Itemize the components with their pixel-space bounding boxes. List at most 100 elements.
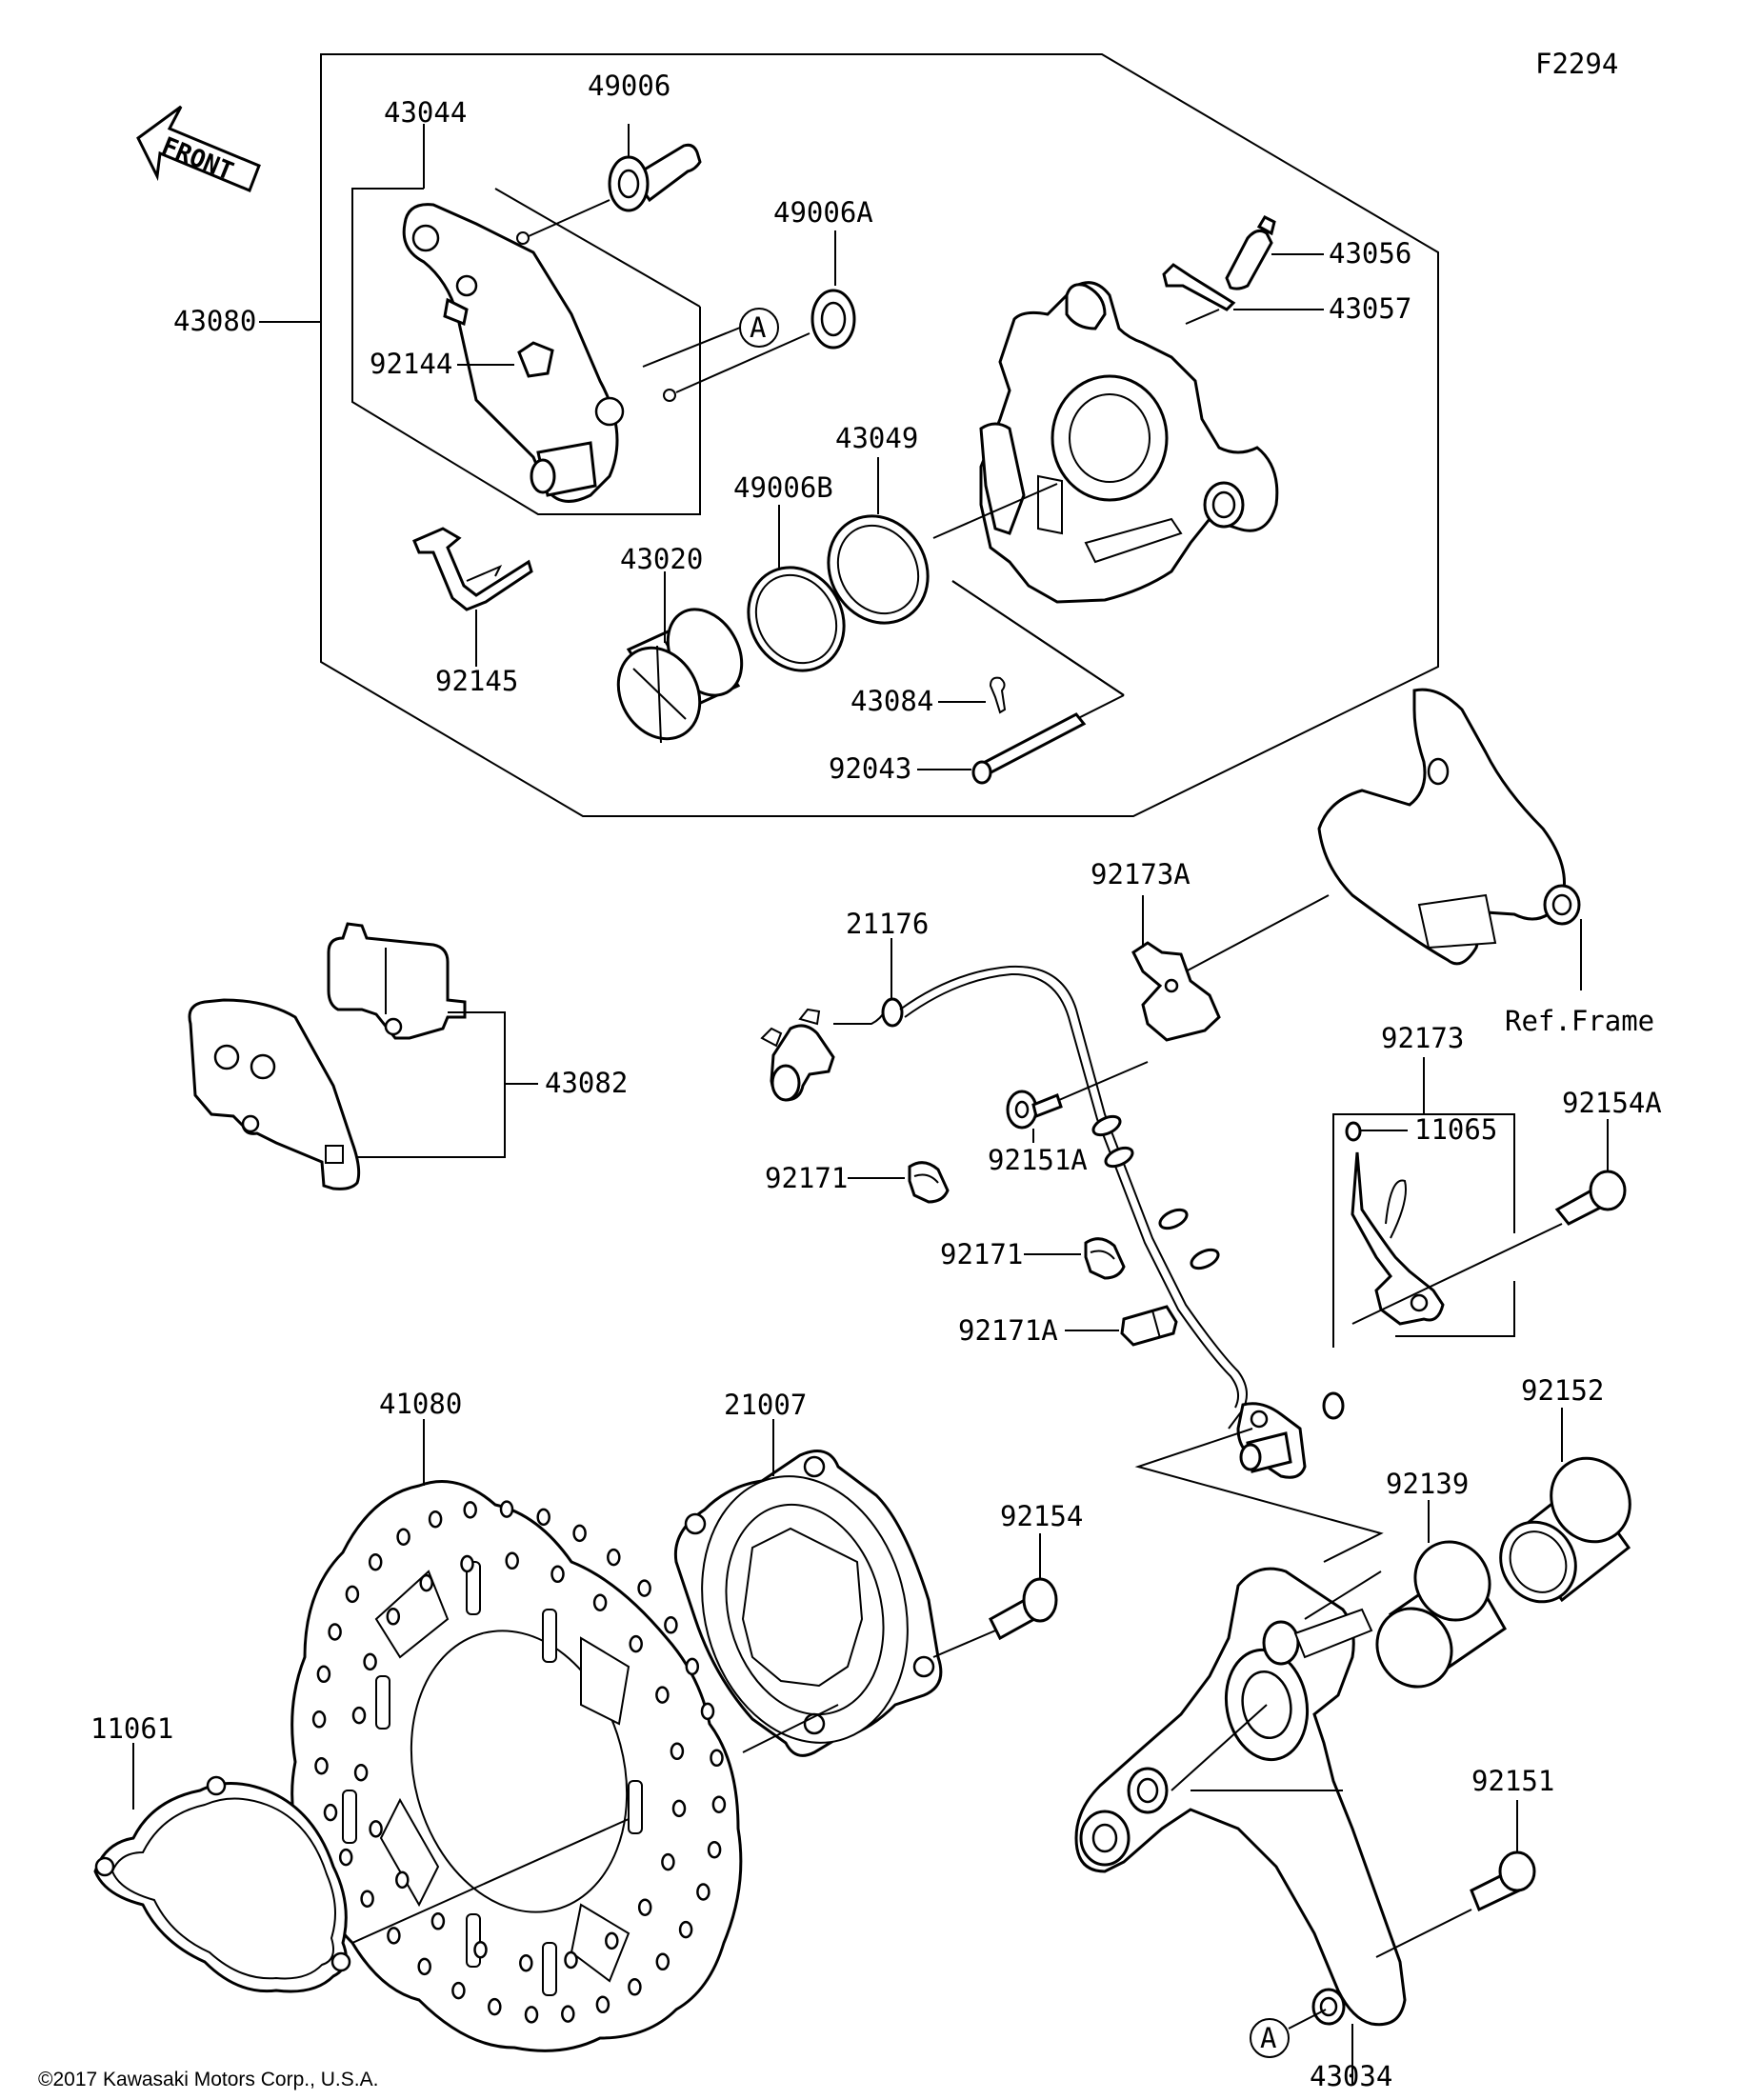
svg-text:92144: 92144 (370, 348, 452, 380)
disc-vent-hole (536, 1508, 550, 1527)
disc-vent-hole (519, 1953, 533, 1972)
clamp-92171A: 92171A (958, 1305, 1178, 1347)
brake-disc-41080: 41080 (290, 1388, 839, 2052)
bolt-92151: 92151 (1375, 1765, 1554, 1958)
svg-text:A: A (750, 311, 766, 344)
disc-vent-hole (637, 1579, 651, 1597)
disc-vent-hole (316, 1665, 331, 1684)
disc-vent-hole (711, 1795, 727, 1813)
svg-text:43080: 43080 (173, 305, 256, 337)
disc-vent-hole (311, 1710, 327, 1729)
disc-vent-hole (637, 1898, 652, 1916)
disc-vent-hole (655, 1952, 670, 1971)
svg-text:92171A: 92171A (958, 1314, 1058, 1347)
reference-mark-a-top: A (642, 308, 779, 368)
svg-text:43084: 43084 (850, 685, 933, 717)
sheet-id: F2294 (1535, 48, 1618, 80)
disc-vent-hole (395, 1870, 410, 1890)
disc-vent-hole (428, 1510, 443, 1529)
svg-text:92171: 92171 (940, 1238, 1023, 1270)
collar-92152: 92152 (1499, 1374, 1631, 1604)
piston-43020: 43020 (616, 543, 744, 744)
piston-seal-43049: 43049 (827, 422, 1058, 625)
disc-vent-hole (353, 1763, 369, 1782)
svg-text:43020: 43020 (620, 543, 703, 575)
disc-vent-hole (460, 1554, 474, 1573)
abs-sensor-21176: 21176 (760, 908, 1248, 1430)
frame-reference: Ref.Frame (1317, 688, 1654, 1037)
bolt-92154: 92154 (989, 1500, 1083, 1641)
disc-vent-hole (696, 1883, 710, 1901)
disc-vent-hole (368, 1552, 383, 1571)
disc-vent-hole (505, 1551, 519, 1570)
disc-vent-hole (564, 1950, 578, 1970)
svg-text:43056: 43056 (1329, 237, 1411, 270)
disc-vent-hole (671, 1799, 687, 1818)
disc-vent-hole (386, 1608, 401, 1626)
pin-clip-43084: 43084 (850, 676, 1007, 717)
front-arrow-icon: FRONT (136, 105, 261, 192)
svg-text:11061: 11061 (90, 1712, 173, 1745)
svg-text:43057: 43057 (1329, 292, 1411, 325)
disc-vent-hole (710, 1749, 724, 1768)
svg-text:Ref.Frame: Ref.Frame (1505, 1005, 1654, 1037)
bolt-92151A: 92151A (988, 1061, 1149, 1176)
svg-text:49006A: 49006A (773, 196, 873, 229)
svg-text:92152: 92152 (1521, 1374, 1604, 1407)
caliper-assembly-outline (320, 53, 1439, 817)
clamp-92171-lower: 92171 (940, 1237, 1126, 1280)
disc-vent-hole (707, 1840, 722, 1859)
disc-vent-hole (607, 1548, 621, 1567)
pad-spring-92145: 92145 (412, 527, 533, 697)
brake-pads-43082: 43082 (188, 922, 628, 1190)
svg-text:92154: 92154 (1000, 1500, 1083, 1532)
svg-text:92171: 92171 (765, 1162, 848, 1194)
bracket-group-outline (351, 188, 701, 515)
svg-text:92173: 92173 (1381, 1022, 1464, 1054)
pad-pin-92043: 92043 (829, 712, 1087, 785)
bleeder-cap-43057: 43057 (1162, 263, 1411, 325)
disc-vent-hole (360, 1890, 374, 1908)
copyright-text: ©2017 Kawasaki Motors Corp., U.S.A. (38, 2069, 378, 2090)
svg-text:92145: 92145 (435, 665, 518, 697)
disc-vent-hole (678, 1920, 693, 1939)
svg-text:92043: 92043 (829, 752, 911, 785)
grommets (1091, 1114, 1220, 1270)
disc-vent-hole (419, 1573, 433, 1592)
svg-text:92139: 92139 (1386, 1468, 1469, 1500)
disc-vent-hole (417, 1957, 431, 1976)
disc-vent-hole (685, 1657, 700, 1676)
gasket-11061: 11061 (90, 1712, 630, 1993)
disc-vent-hole (351, 1706, 367, 1725)
svg-text:49006B: 49006B (733, 471, 833, 504)
sensor-rotor-21007: 21007 (673, 1389, 1001, 1757)
disc-vent-hole (670, 1742, 685, 1761)
disc-vent-hole (572, 1524, 587, 1543)
svg-text:49006: 49006 (588, 70, 670, 102)
disc-vent-hole (463, 1501, 477, 1519)
disc-vent-hole (561, 2005, 575, 2023)
svg-text:43082: 43082 (545, 1067, 628, 1099)
svg-text:41080: 41080 (379, 1388, 462, 1420)
disc-vent-hole (396, 1528, 410, 1546)
disc-vent-hole (387, 1927, 401, 1945)
disc-vent-hole (628, 1978, 642, 1996)
disc-vent-hole (345, 1585, 360, 1604)
caliper-body (979, 281, 1279, 604)
svg-text:21007: 21007 (724, 1389, 807, 1421)
svg-text:A: A (1260, 2022, 1276, 2054)
disc-vent-hole (488, 1997, 502, 2016)
slide-pin-49006: 49006 (516, 70, 702, 245)
disc-vent-hole (524, 2006, 539, 2024)
bolt-92154A: 92154A (1351, 1087, 1662, 1325)
disc-vent-hole (661, 1852, 675, 1871)
collar-92139: 92139 (1375, 1468, 1507, 1689)
disc-vent-hole (664, 1616, 678, 1634)
callout-43080: 43080 (173, 305, 321, 337)
svg-text:92151: 92151 (1471, 1765, 1554, 1797)
clip-92144: 92144 (370, 341, 554, 380)
disc-vent-hole (363, 1652, 377, 1671)
callout-43044: 43044 (384, 96, 467, 189)
svg-text:43044: 43044 (384, 96, 467, 129)
